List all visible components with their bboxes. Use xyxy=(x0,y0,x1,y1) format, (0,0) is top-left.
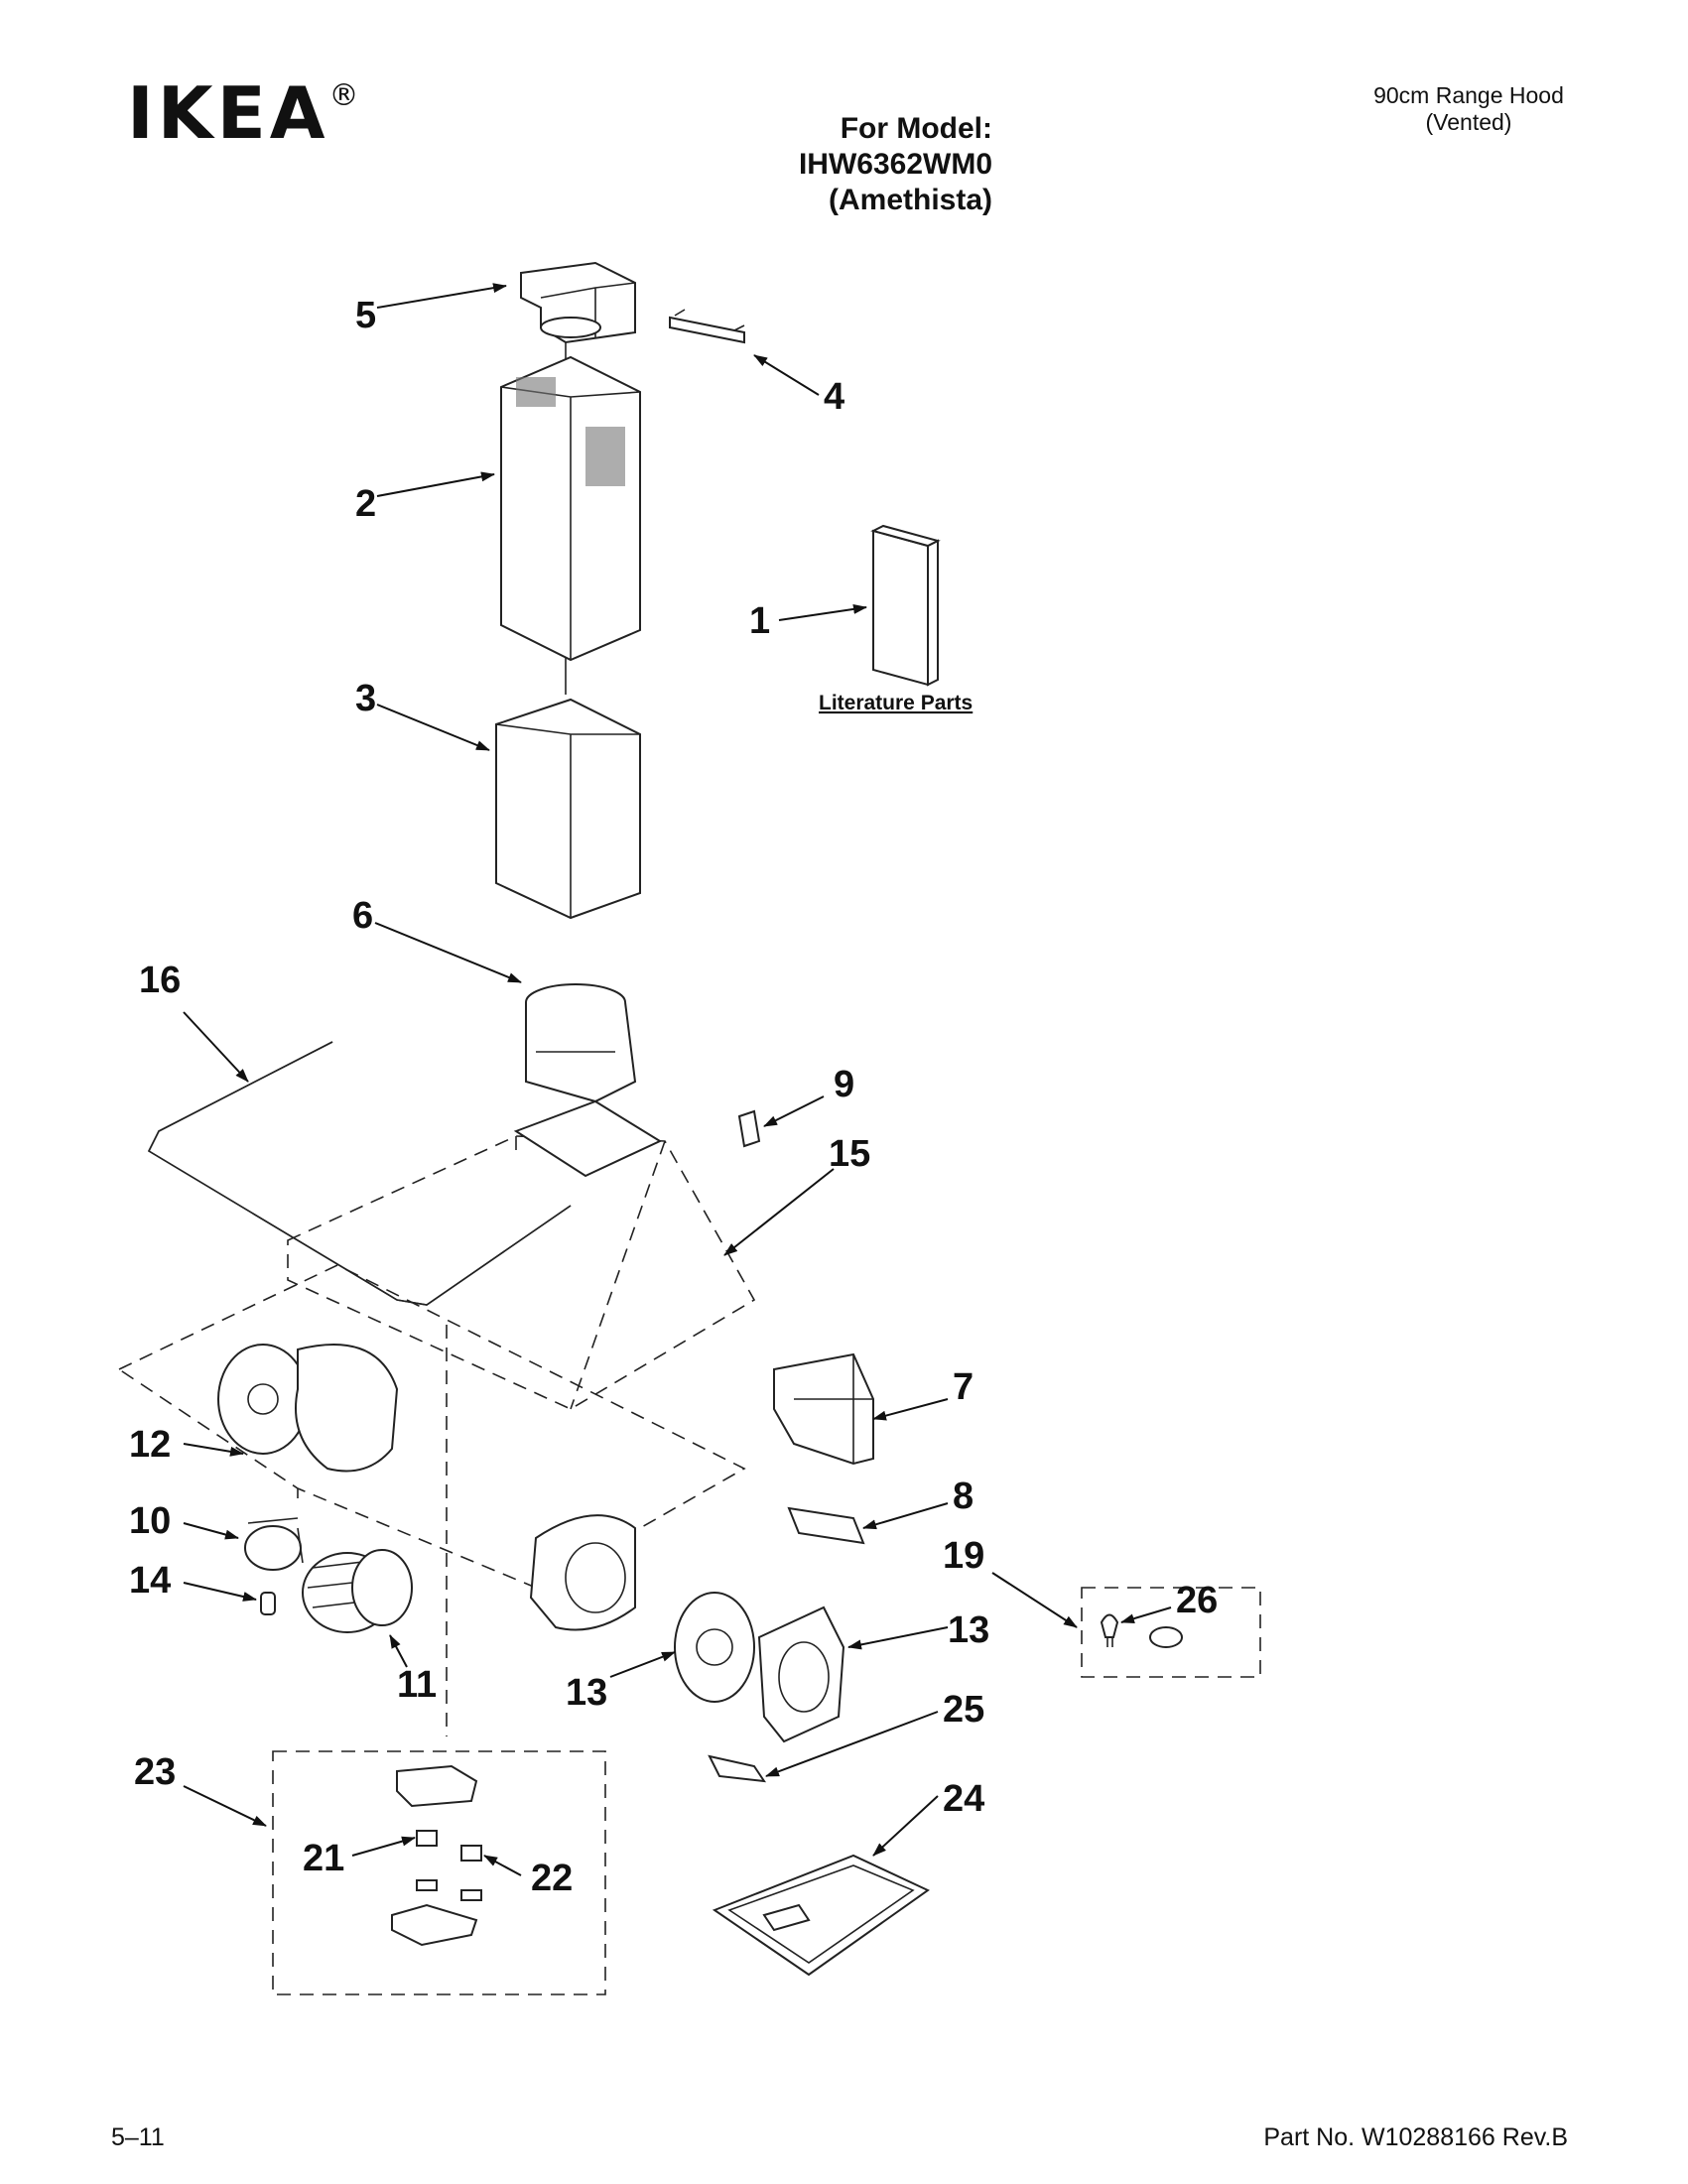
callout-2: 2 xyxy=(355,483,376,525)
callout-9: 9 xyxy=(834,1064,854,1105)
model-info: For Model: IHW6362WM0 (Amethista) xyxy=(685,111,992,218)
ikea-logo: IKEA® xyxy=(127,71,363,155)
callout-16: 15 xyxy=(829,1133,870,1175)
part-13-blower-housing-right xyxy=(529,1514,755,1703)
part-7-switch-bracket xyxy=(773,1352,874,1466)
callout-15: 14 xyxy=(129,1560,171,1602)
part-16-hood-canopy xyxy=(287,1099,756,1410)
hood-type: 90cm Range Hood xyxy=(1373,82,1564,108)
callout-5: 5 xyxy=(355,295,376,336)
callout-4: 4 xyxy=(824,376,844,418)
document-part-number: Part No. W10288166 Rev.B xyxy=(1263,2123,1568,2151)
callout-7: 7 xyxy=(953,1366,974,1408)
hood-body-outline xyxy=(117,1264,746,1589)
part-10-motor xyxy=(244,1517,304,1571)
callout-1: 1 xyxy=(749,600,770,642)
callout-17: 16 xyxy=(139,960,181,1001)
callout-3: 3 xyxy=(355,678,376,719)
part-19-lamp-group xyxy=(1081,1587,1261,1678)
callout-23: 23 xyxy=(134,1751,176,1793)
part-1-literature xyxy=(870,524,941,687)
callout-25: 25 xyxy=(943,1689,984,1731)
callout-19: 19 xyxy=(943,1535,984,1577)
leader-lines xyxy=(183,283,1172,1876)
callout-14: 13 xyxy=(948,1609,989,1651)
part-11-blower-wheel xyxy=(302,1549,413,1633)
hood-body-inner-outline xyxy=(297,1325,448,1736)
callout-11: 11 xyxy=(397,1664,437,1706)
callout-22: 22 xyxy=(531,1858,573,1899)
callout-8: 8 xyxy=(953,1476,974,1517)
part-4-bracket xyxy=(669,309,745,344)
part-2-upper-chimney xyxy=(500,355,641,662)
hood-description: 90cm Range Hood (Vented) xyxy=(1330,82,1608,136)
callout-24: 24 xyxy=(943,1778,984,1820)
part-12-blower-housing-left xyxy=(217,1344,399,1473)
page-number: 5–11 xyxy=(111,2123,165,2151)
hood-variant: (Vented) xyxy=(1425,109,1512,135)
callout-21: 21 xyxy=(303,1838,344,1879)
model-number: For Model: IHW6362WM0 xyxy=(798,112,992,181)
part-3-lower-chimney xyxy=(495,698,641,920)
callout-10: 10 xyxy=(129,1500,171,1542)
part-24-grease-filter xyxy=(712,1854,930,1977)
callout-6: 6 xyxy=(352,895,373,937)
part-17-edge-trim xyxy=(147,1041,572,1306)
part-5-duct-connector xyxy=(520,261,636,344)
part-15-capacitor xyxy=(260,1592,276,1615)
callout-13: 13 xyxy=(566,1672,607,1714)
callout-12: 12 xyxy=(129,1424,171,1466)
part-23-light-assembly xyxy=(272,1750,606,1995)
part-8-control-board xyxy=(787,1506,865,1545)
part-25-light-lens xyxy=(708,1754,767,1783)
part-14-inlet-ring xyxy=(757,1606,845,1743)
literature-parts-label: Literature Parts xyxy=(819,692,973,714)
callout-26: 26 xyxy=(1176,1580,1218,1621)
model-name: (Amethista) xyxy=(828,184,992,216)
part-6-duct-collar xyxy=(525,983,637,1103)
part-9-clip xyxy=(737,1109,761,1148)
